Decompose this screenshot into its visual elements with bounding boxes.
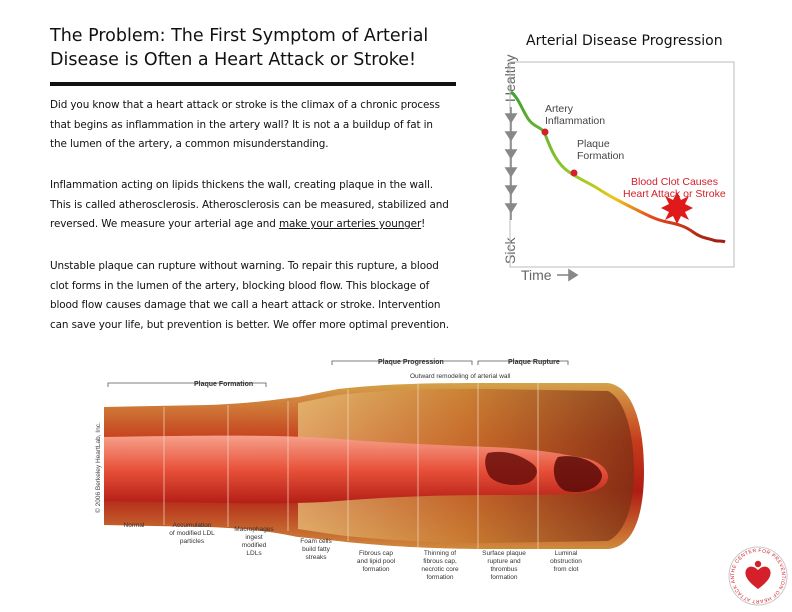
stage1-label-line1: Artery <box>545 103 574 115</box>
caption-luminal-1: Luminal <box>555 550 578 557</box>
caption-accumulation-2: of modified LDL <box>169 530 215 537</box>
luminal-clot <box>553 456 602 493</box>
time-axis-label: Time <box>521 267 552 282</box>
label-outward-remodeling: Outward remodeling of arterial wall <box>410 373 511 380</box>
stage1-label-line2: Inflammation <box>545 115 605 127</box>
exclaim-text: ! <box>421 218 426 230</box>
stage-captions: Normal Accumulation of modified LDL part… <box>124 522 583 581</box>
title-divider <box>50 82 456 86</box>
progression-heading: Arterial Disease Progression <box>526 33 723 49</box>
page-title: The Problem: The First Symptom of Arteri… <box>50 26 429 70</box>
younger-arteries-link[interactable]: make your arteries younger <box>278 218 422 230</box>
caption-thinning-1: Thinning of <box>424 550 456 557</box>
artery-copyright: © 2006 Berkeley HeartLab, Inc. <box>94 422 102 513</box>
plaque-point <box>570 169 578 177</box>
phase-brackets <box>107 360 569 387</box>
caption-rupture-1: Surface plaque <box>482 550 526 557</box>
caption-thinning-2: fibrous cap, <box>423 558 457 565</box>
down-arrows <box>504 107 518 220</box>
caption-foam-3: streaks <box>306 554 328 561</box>
progression-curve <box>510 90 726 244</box>
stage3-label-line1: Blood Clot Causes <box>631 176 718 188</box>
blood-clot <box>485 451 537 485</box>
label-plaque-rupture: Plaque Rupture <box>508 359 560 366</box>
caption-rupture-3: thrombus <box>490 566 518 573</box>
center-logo: THE CENTER FOR PREVENTION OF HEART ATTAC… <box>727 545 788 606</box>
inflammation-point <box>541 128 549 136</box>
caption-fibrous-3: formation <box>362 566 389 573</box>
caption-macrophages-4: LDLs <box>246 550 262 557</box>
caption-luminal-2: obstruction <box>550 558 582 565</box>
caption-macrophages-3: modified <box>242 542 267 549</box>
stage-dividers <box>163 383 539 549</box>
caption-rupture-4: formation <box>490 574 517 581</box>
caption-foam-2: build fatty <box>302 546 331 553</box>
caption-accumulation-1: Accumulation <box>172 522 211 529</box>
rupture-paragraph: Unstable plaque can rupture without warn… <box>50 260 449 331</box>
label-plaque-progression: Plaque Progression <box>378 359 444 366</box>
caption-luminal-3: from clot <box>554 566 579 573</box>
artery-illustration: Plaque Formation Plaque Progression Plaq… <box>94 359 644 581</box>
stage3-label-line2: Heart Attack or Stroke <box>623 188 726 200</box>
caption-foam-1: Foam cells <box>300 538 332 545</box>
caption-normal: Normal <box>124 522 146 529</box>
caption-thinning-3: necrotic core <box>421 566 459 573</box>
caption-fibrous-1: Fibrous cap <box>359 550 393 557</box>
stage2-label-line1: Plaque <box>577 138 610 150</box>
atherosclerosis-paragraph: Inflammation acting on lipids thickens t… <box>50 176 450 235</box>
caption-rupture-2: rupture and <box>487 558 521 565</box>
plot-frame <box>509 61 735 268</box>
progression-diagram: Healthy Sick Artery Inflammation Plaque … <box>502 55 735 282</box>
caption-macrophages-1: Macrophages <box>234 526 274 533</box>
caption-fibrous-2: and lipid pool <box>357 558 396 565</box>
artery-lumen <box>104 435 608 504</box>
label-plaque-formation: Plaque Formation <box>194 381 253 388</box>
atherosclerosis-text: Inflammation acting on lipids thickens t… <box>50 179 449 230</box>
time-arrow <box>557 268 579 282</box>
stage2-label-line2: Formation <box>577 150 624 162</box>
rupture-burst-icon <box>661 192 693 224</box>
caption-thinning-4: formation <box>426 574 453 581</box>
logo-heart-icon <box>745 566 771 589</box>
intro-paragraph: Did you know that a heart attack or stro… <box>50 99 440 150</box>
caption-macrophages-2: ingest <box>245 534 263 541</box>
logo-person-icon <box>754 560 762 568</box>
caption-accumulation-3: particles <box>180 538 205 545</box>
